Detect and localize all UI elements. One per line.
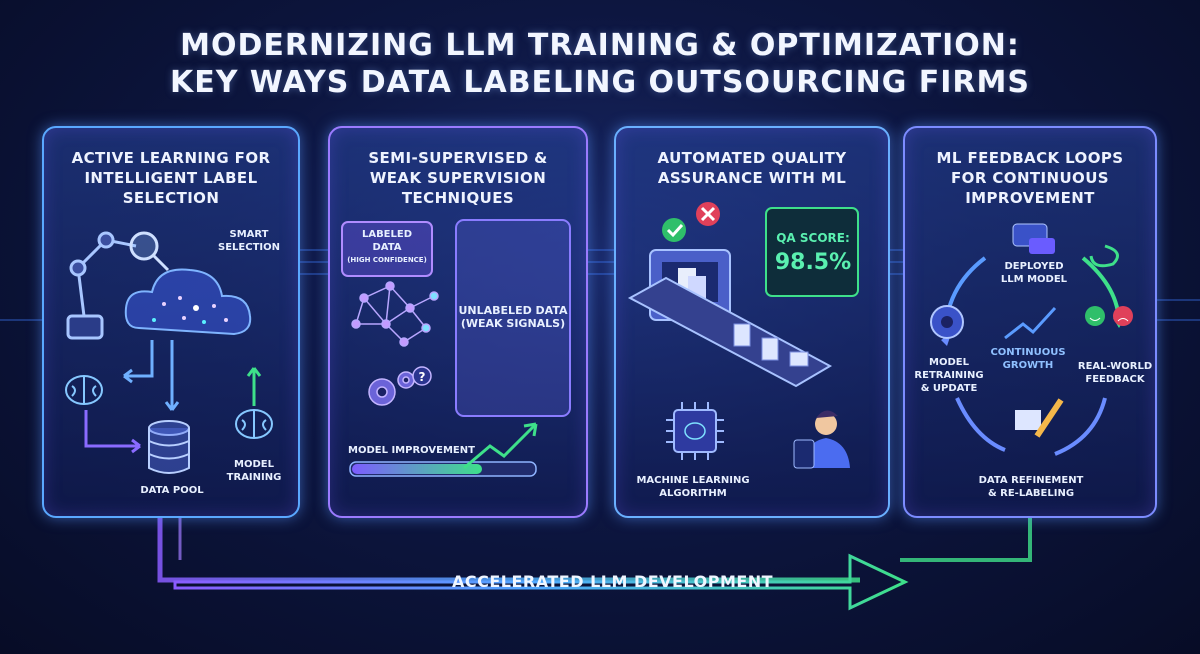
happy-face-icon xyxy=(1085,306,1105,326)
accelerated-development-label: ACCELERATED LLM DEVELOPMENT xyxy=(452,572,774,591)
title-line-2: KEY WAYS DATA LABELING OUTSOURCING FIRMS xyxy=(170,65,1030,100)
title-line-1: MODERNIZING LLM TRAINING & OPTIMIZATION: xyxy=(180,28,1020,63)
label-model-improvement: MODEL IMPROVEMENT xyxy=(348,445,475,456)
qa-score-screen xyxy=(765,207,859,297)
check-icon xyxy=(662,218,686,242)
svg-text:?: ? xyxy=(419,370,426,384)
cloud-icon xyxy=(124,268,252,336)
gear-icon xyxy=(930,305,964,339)
progress-fill xyxy=(352,464,482,474)
label-data-pool: DATA POOL xyxy=(140,485,204,496)
chip-icon xyxy=(666,402,724,460)
database-icon xyxy=(148,420,190,474)
sad-face-icon xyxy=(1113,306,1133,326)
conveyor-belt xyxy=(627,276,833,388)
network-graph-icon xyxy=(351,281,439,347)
robot-arm-icon xyxy=(66,231,137,340)
gears-icon xyxy=(368,371,415,406)
question-icon: ? xyxy=(412,366,432,386)
label-unlabeled-data: UNLABELED DATA(WEAK SIGNALS) xyxy=(458,304,568,330)
growth-arrow xyxy=(1004,306,1057,340)
qa-score-label: QA SCORE: xyxy=(776,231,850,245)
chat-icon xyxy=(1012,223,1055,254)
brain-icon xyxy=(235,409,273,439)
page-title: MODERNIZING LLM TRAINING & OPTIMIZATION:… xyxy=(0,28,1200,102)
cross-icon xyxy=(696,202,720,226)
qa-score-value: 98.5% xyxy=(774,250,852,275)
label-data-refinement: DATA REFINEMENT& RE-LABELING xyxy=(978,475,1084,499)
brain-icon xyxy=(65,375,103,405)
spiral-icon xyxy=(1089,244,1119,268)
magnifier-icon xyxy=(129,231,170,272)
growth-arrow xyxy=(463,422,538,470)
accelerated-arrow xyxy=(173,553,909,611)
person-icon xyxy=(793,410,850,469)
pencil-icon xyxy=(1015,398,1064,438)
